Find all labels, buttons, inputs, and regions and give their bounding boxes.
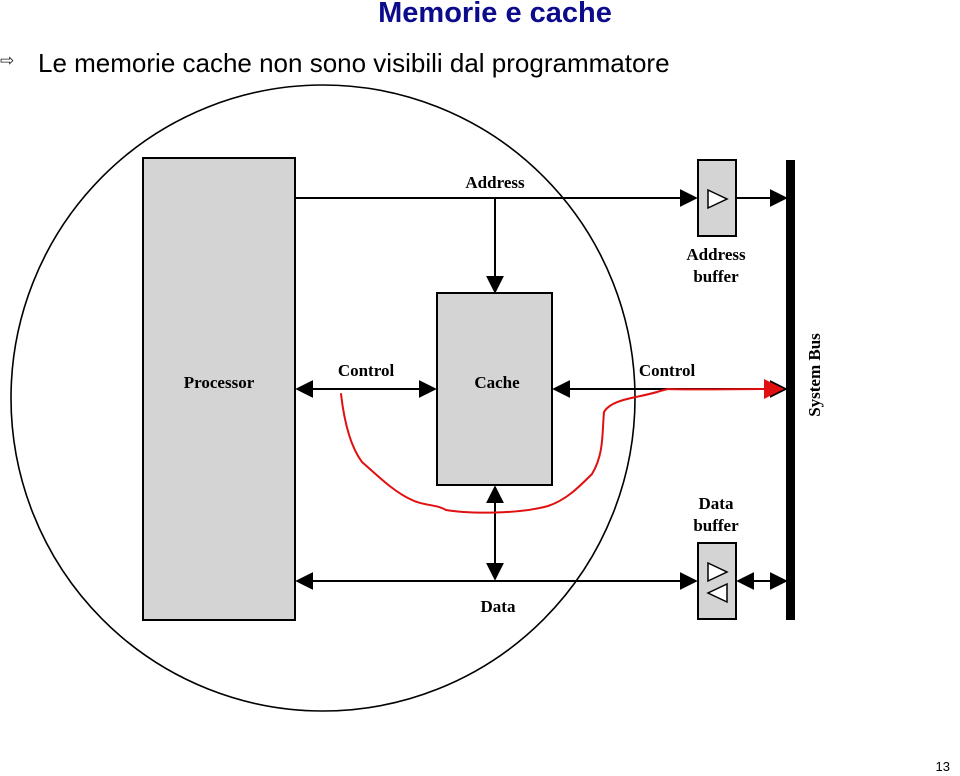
data-buffer-right-triangle-icon	[707, 561, 729, 583]
data-label: Data	[481, 597, 516, 616]
address-buffer-triangle-icon	[707, 188, 729, 210]
cache-label: Cache	[474, 373, 520, 392]
address-buffer-label-line2: buffer	[693, 267, 739, 286]
red-annotation-path	[340, 379, 784, 514]
system-bus-label: System Bus	[805, 333, 824, 417]
processor-label: Processor	[184, 373, 255, 392]
bullet-text: Le memorie cache non sono visibili dal p…	[38, 48, 670, 78]
control-right-label: Control	[639, 361, 696, 380]
address-buffer-label-line1: Address	[686, 245, 746, 264]
address-label: Address	[465, 173, 525, 192]
processor-block	[142, 157, 296, 621]
data-buffer-box	[697, 542, 737, 620]
system-bus-bar	[786, 160, 795, 620]
data-buffer-label-line1: Data	[699, 494, 734, 513]
slide-title: Memorie e cache	[378, 0, 612, 29]
control-left-label: Control	[338, 361, 395, 380]
data-buffer-label-line2: buffer	[693, 516, 739, 535]
hollow-right-arrow-icon: ⇨	[0, 51, 15, 71]
page-number: 13	[935, 759, 950, 774]
data-buffer-left-triangle-icon	[706, 582, 728, 604]
cache-block	[436, 292, 553, 486]
